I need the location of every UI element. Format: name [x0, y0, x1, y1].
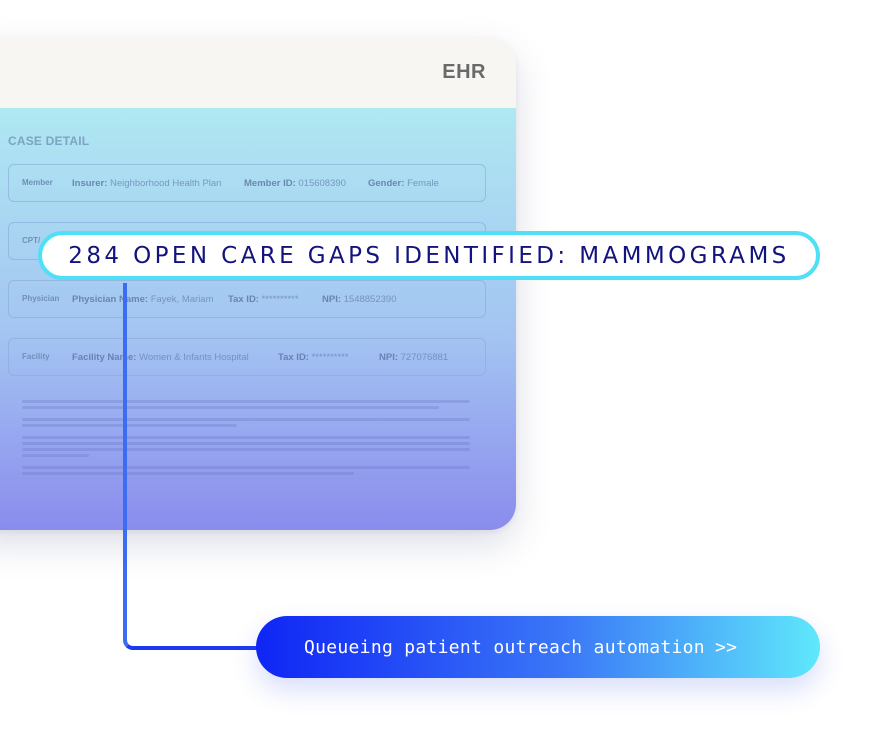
outreach-automation-button[interactable]: Queueing patient outreach automation >>	[256, 616, 820, 678]
ehr-header: EHR	[0, 38, 516, 108]
insurer-value: Insurer: Neighborhood Health Plan	[72, 178, 221, 189]
gender-text: Female	[407, 178, 439, 189]
insurer-text: Neighborhood Health Plan	[110, 178, 222, 189]
connector-line	[123, 283, 258, 650]
ehr-title: EHR	[442, 61, 486, 83]
facility-npi-text: 727076881	[400, 352, 449, 363]
facility-field-row: Facility Facility Name: Women & Infants …	[8, 338, 486, 376]
fine-print-block	[22, 400, 470, 484]
physician-tax-value: Tax ID: **********	[228, 294, 299, 305]
double-chevron-right-icon: >>	[714, 636, 738, 658]
outreach-label: Queueing patient outreach automation	[304, 636, 705, 658]
facility-npi-key: NPI:	[379, 352, 398, 363]
member-id-text: 015608390	[298, 178, 346, 189]
fine-print-paragraph	[22, 466, 470, 475]
physician-name-key: Physician Name:	[72, 294, 149, 305]
facility-tax-value: Tax ID: **********	[278, 352, 349, 363]
physician-field-row: Physician Physician Name: Fayek, Mariam …	[8, 280, 486, 318]
gender-key: Gender:	[368, 178, 405, 189]
fine-print-paragraph	[22, 436, 470, 457]
facility-name-key: Facility Name:	[72, 352, 137, 363]
facility-npi-value: NPI: 727076881	[379, 352, 448, 363]
section-title: CASE DETAIL	[8, 134, 90, 148]
physician-npi-value: NPI: 1548852390	[322, 294, 396, 305]
facility-name-text: Women & Infants Hospital	[139, 352, 249, 363]
cpt-label: CPT/	[22, 236, 41, 245]
member-field-row: Member Insurer: Neighborhood Health Plan…	[8, 164, 486, 202]
facility-tax-text: **********	[311, 352, 349, 363]
physician-npi-key: NPI:	[322, 294, 341, 305]
gender-value: Gender: Female	[368, 178, 439, 189]
physician-name-value: Physician Name: Fayek, Mariam	[72, 294, 214, 305]
facility-tax-key: Tax ID:	[278, 352, 309, 363]
physician-tax-key: Tax ID:	[228, 294, 259, 305]
care-gaps-banner: 284 OPEN CARE GAPS IDENTIFIED: MAMMOGRAM…	[38, 231, 820, 280]
fine-print-paragraph	[22, 418, 470, 427]
member-label: Member	[22, 178, 53, 187]
insurer-key: Insurer:	[72, 178, 108, 189]
ehr-window: EHR CASE DETAIL Member Insurer: Neighbor…	[0, 38, 516, 530]
fine-print-paragraph	[22, 400, 470, 409]
member-id-key: Member ID:	[244, 178, 296, 189]
care-gaps-text: 284 OPEN CARE GAPS IDENTIFIED: MAMMOGRAM…	[68, 242, 790, 269]
physician-label: Physician	[22, 294, 60, 303]
member-id-value: Member ID: 015608390	[244, 178, 346, 189]
physician-name-text: Fayek, Mariam	[150, 294, 214, 305]
case-detail-panel: CASE DETAIL Member Insurer: Neighborhood…	[0, 108, 516, 530]
facility-name-value: Facility Name: Women & Infants Hospital	[72, 352, 249, 363]
facility-label: Facility	[22, 352, 50, 361]
physician-npi-text: 1548852390	[343, 294, 397, 305]
physician-tax-text: **********	[261, 294, 299, 305]
